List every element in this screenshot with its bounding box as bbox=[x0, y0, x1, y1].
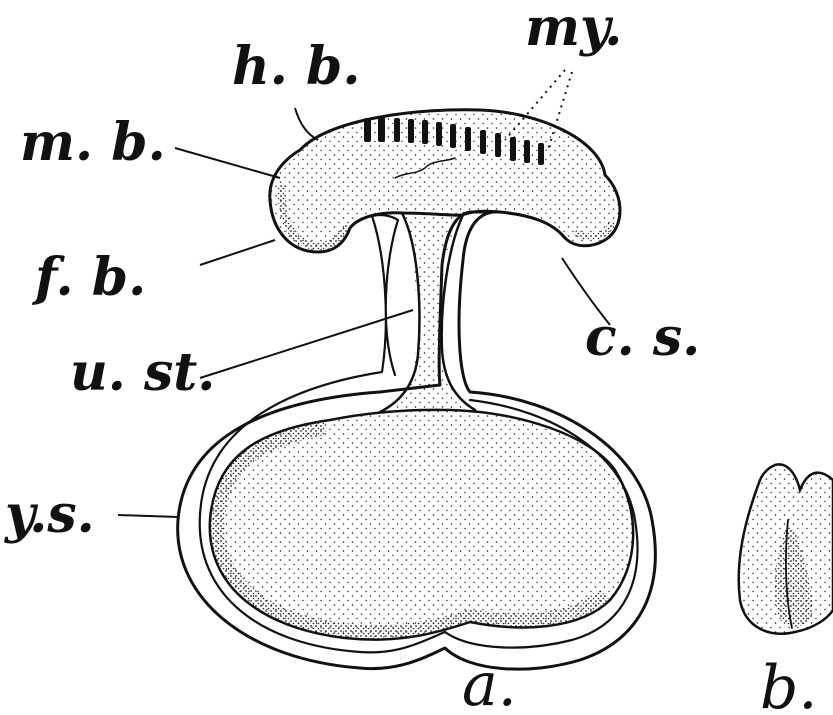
umbilical-stalk bbox=[380, 215, 470, 415]
figure-b: b. bbox=[739, 464, 833, 715]
myotome bbox=[465, 127, 471, 151]
label-mb: m. b. bbox=[20, 112, 166, 173]
myotome bbox=[436, 122, 442, 146]
myotome bbox=[394, 118, 400, 142]
label-ys: y.s. bbox=[4, 484, 95, 545]
leader-hb bbox=[295, 108, 318, 140]
myotome bbox=[450, 124, 456, 148]
label-b: b. bbox=[760, 653, 817, 715]
leader-fb bbox=[200, 240, 275, 265]
myotome bbox=[408, 119, 414, 143]
leader-ust bbox=[200, 310, 413, 378]
leader-mb bbox=[175, 148, 280, 178]
label-a: a. bbox=[462, 650, 517, 715]
label-hb: h. b. bbox=[232, 36, 360, 97]
myotome bbox=[538, 143, 544, 165]
myotome bbox=[480, 130, 486, 154]
label-fb: f. b. bbox=[31, 247, 146, 308]
label-ust: u. st. bbox=[70, 342, 215, 403]
myotome bbox=[422, 120, 428, 144]
label-my: my. bbox=[525, 0, 622, 58]
leader-ys bbox=[118, 515, 178, 517]
myotome bbox=[495, 133, 501, 157]
myotome bbox=[510, 137, 516, 161]
myotome bbox=[524, 140, 530, 163]
myotome bbox=[364, 118, 371, 142]
myotome bbox=[378, 117, 385, 142]
label-cs: c. s. bbox=[585, 307, 700, 368]
figure-a: h. b. my. m. b. f. b. u. st. c. s. y.s. … bbox=[4, 0, 700, 715]
